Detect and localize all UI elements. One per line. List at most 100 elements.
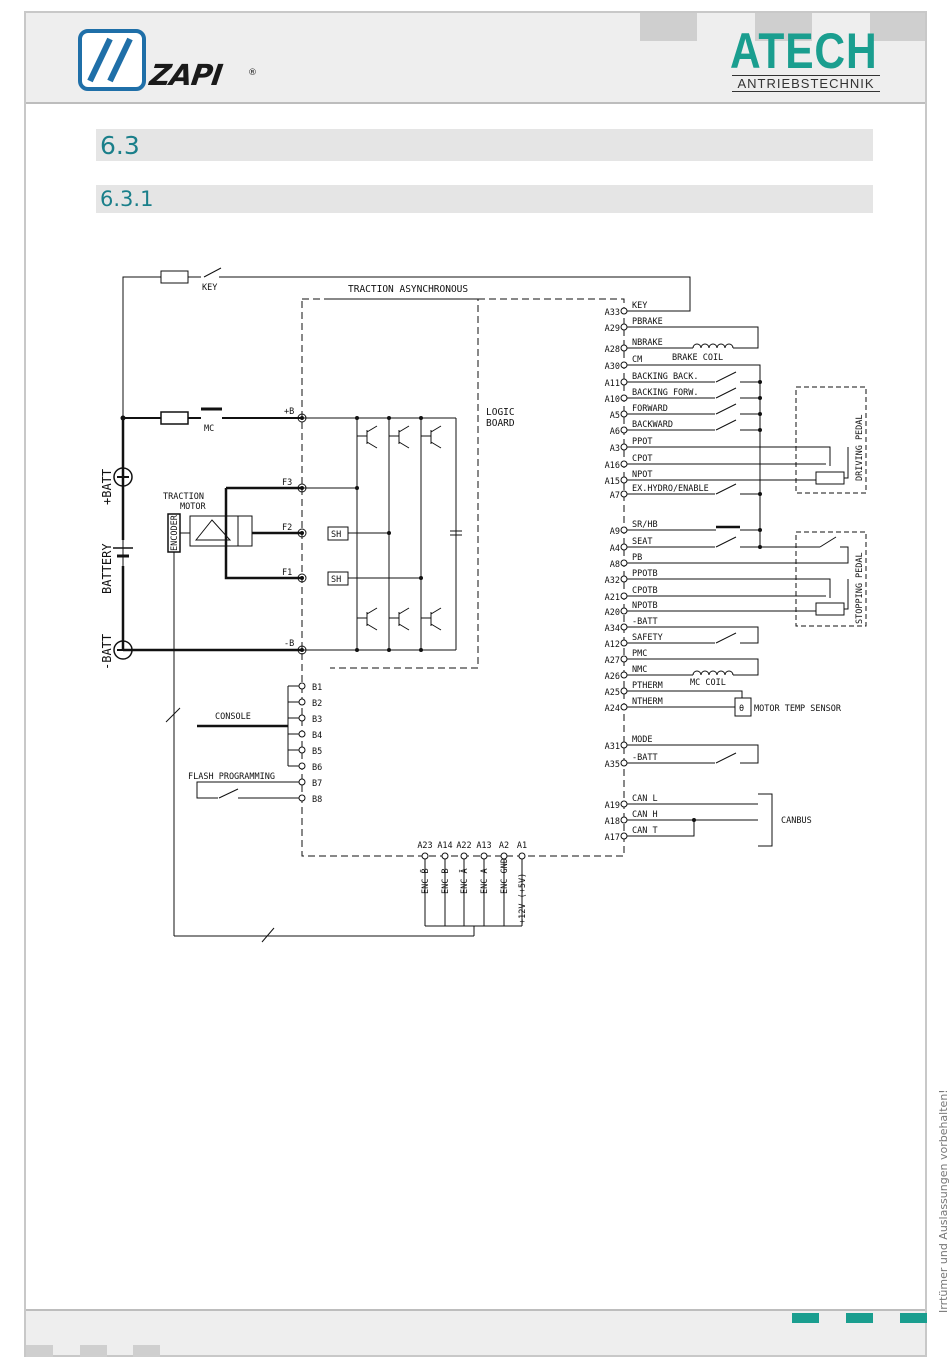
right-pin-signal: BACKING FORW. xyxy=(632,388,699,398)
right-pin-number: A10 xyxy=(605,395,620,405)
right-pin-signal: BACKING BACK. xyxy=(632,372,699,382)
bottom-pin-number: A23 xyxy=(417,841,432,851)
console-label: CONSOLE xyxy=(215,712,251,722)
right-pin-terminal xyxy=(620,394,628,402)
footer-accent xyxy=(846,1313,873,1323)
b-pin-label: B7 xyxy=(312,779,322,789)
right-pin-terminal xyxy=(620,592,628,600)
right-pin-signal: NMC xyxy=(632,665,647,675)
right-pin-signal: CAN T xyxy=(632,826,658,836)
right-pin-signal: FORWARD xyxy=(632,404,668,414)
bottom-pin-terminal xyxy=(421,852,429,860)
bottom-pin-number: A2 xyxy=(499,841,509,851)
diagram-title: TRACTION ASYNCHRONOUS xyxy=(348,284,468,295)
right-pin-terminal xyxy=(620,543,628,551)
side-disclaimer: Irrtümer und Auslassungen vorbehalten! xyxy=(937,1089,950,1313)
power-pin-label: +B xyxy=(284,407,294,417)
b-pin-terminal xyxy=(298,730,306,738)
b-pin-terminal xyxy=(298,794,306,802)
driving-pedal-label: DRIVING PEDAL xyxy=(855,414,865,481)
footer-rule xyxy=(26,1309,925,1311)
right-pin-terminal xyxy=(620,490,628,498)
right-pin-signal: NPOTB xyxy=(632,601,658,611)
right-pin-terminal xyxy=(620,832,628,840)
right-pin-terminal xyxy=(620,816,628,824)
right-pin-number: A31 xyxy=(605,742,620,752)
bottom-pin-number: A1 xyxy=(517,841,527,851)
motor-temp-sensor-label: MOTOR TEMP SENSOR xyxy=(754,704,842,714)
right-pin-signal: PB xyxy=(632,553,642,563)
right-pin-signal: CAN H xyxy=(632,810,658,820)
right-pin-terminal xyxy=(620,800,628,808)
right-pin-signal: EX.HYDRO/ENABLE xyxy=(632,484,709,494)
sh-sensor-label: SH xyxy=(331,530,341,540)
b-pin-terminal xyxy=(298,762,306,770)
right-pin-number: A35 xyxy=(605,760,620,770)
battery-label: BATTERY xyxy=(100,543,114,594)
logic-board-label: LOGIC xyxy=(486,407,515,418)
right-pin-terminal xyxy=(620,639,628,647)
right-pin-signal: CPOTB xyxy=(632,586,658,596)
bottom-pin-signal: ENC B xyxy=(441,868,451,894)
right-pin-signal: NBRAKE xyxy=(632,338,663,348)
right-pin-terminal xyxy=(620,741,628,749)
right-pin-number: A27 xyxy=(605,656,620,666)
right-pin-terminal xyxy=(620,671,628,679)
bottom-pin-terminal xyxy=(500,852,508,860)
right-pin-terminal xyxy=(620,426,628,434)
right-pin-signal: SAFETY xyxy=(632,633,663,643)
right-pin-signal: CAN L xyxy=(632,794,658,804)
right-pin-number: A17 xyxy=(605,833,620,843)
atech-logo-sub: ANTRIEBSTECHNIK xyxy=(732,75,880,92)
right-pin-number: A21 xyxy=(605,593,620,603)
right-pin-signal: CPOT xyxy=(632,454,652,464)
power-pin-label: F2 xyxy=(282,523,292,533)
bottom-pin-signal: ENC B̄ xyxy=(419,868,431,894)
page-frame xyxy=(24,11,927,1357)
right-pin-number: A4 xyxy=(610,544,620,554)
right-pin-number: A5 xyxy=(610,411,620,421)
right-pin-terminal xyxy=(620,307,628,315)
right-pin-signal: PMC xyxy=(632,649,647,659)
b-pin-label: B5 xyxy=(312,747,322,757)
footer-accent xyxy=(792,1313,819,1323)
right-pin-terminal xyxy=(620,460,628,468)
b-pin-label: B3 xyxy=(312,715,322,725)
section-heading-6-3: 6.3 xyxy=(96,129,873,161)
right-pin-signal: -BATT xyxy=(632,617,658,627)
page-footer xyxy=(26,1311,925,1355)
header-tab xyxy=(755,13,812,41)
brake-coil-label: BRAKE COIL xyxy=(672,353,723,363)
right-pin-terminal xyxy=(620,410,628,418)
right-pin-number: A16 xyxy=(605,461,620,471)
right-pin-signal: CM xyxy=(632,355,642,365)
right-pin-number: A9 xyxy=(610,527,620,537)
right-pin-terminal xyxy=(620,344,628,352)
battery-plus-label: +BATT xyxy=(100,469,114,505)
power-pin-label: F3 xyxy=(282,478,292,488)
b-pin-label: B4 xyxy=(312,731,322,741)
right-pin-number: A24 xyxy=(605,704,620,714)
footer-tab xyxy=(80,1345,107,1357)
right-pin-signal: KEY xyxy=(632,301,647,311)
right-pin-number: A26 xyxy=(605,672,620,682)
right-pin-terminal xyxy=(620,323,628,331)
bottom-pin-signal: ENC Ā xyxy=(459,868,470,894)
right-pin-terminal xyxy=(620,759,628,767)
right-pin-number: A11 xyxy=(605,379,620,389)
right-pin-signal: PPOTB xyxy=(632,569,658,579)
right-pin-number: A25 xyxy=(605,688,620,698)
sh-sensor-label: SH xyxy=(331,575,341,585)
section-heading-6-3-1: 6.3.1 xyxy=(96,185,873,213)
right-pin-terminal xyxy=(620,703,628,711)
mc-coil-label: MC COIL xyxy=(690,678,726,688)
right-pin-number: A12 xyxy=(605,640,620,650)
b-pin-label: B6 xyxy=(312,763,322,773)
bottom-pin-signal: +12V (+5V) xyxy=(518,873,528,924)
right-pin-number: A8 xyxy=(610,560,620,570)
right-pin-number: A34 xyxy=(605,624,620,634)
b-pin-terminal xyxy=(298,698,306,706)
right-pin-signal: PPOT xyxy=(632,437,652,447)
bottom-pin-terminal xyxy=(441,852,449,860)
